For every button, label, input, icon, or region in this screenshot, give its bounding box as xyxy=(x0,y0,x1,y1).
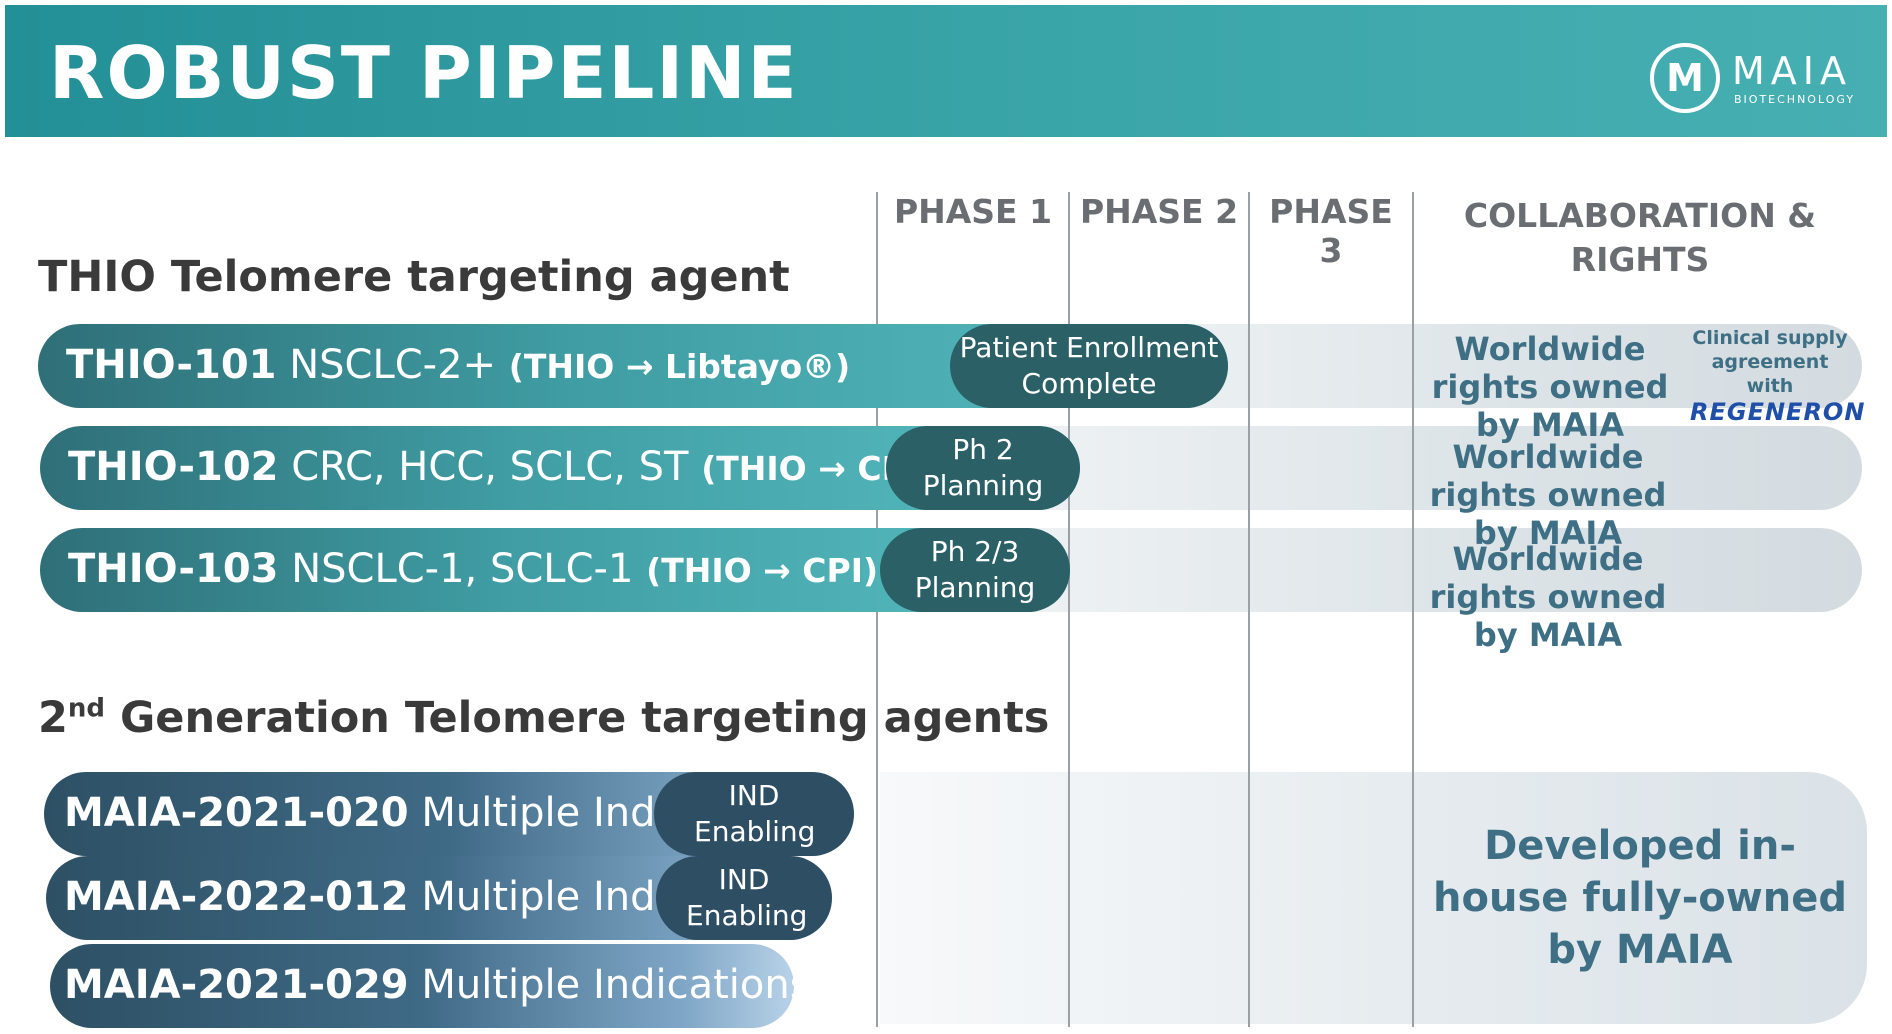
program-indication: NSCLC-2+ xyxy=(276,342,509,388)
status-pill-thio-101: Patient Enrollment Complete xyxy=(950,324,1228,408)
column-collaboration: COLLABORATION & RIGHTS xyxy=(1463,196,1817,279)
status-pill-thio-102: Ph 2 Planning xyxy=(886,426,1080,510)
grid-line-2 xyxy=(1068,192,1070,1027)
program-code: THIO-103 xyxy=(68,546,279,592)
section-second-sup: nd xyxy=(67,693,106,724)
status-pill-maia-2022-012: IND Enabling xyxy=(656,856,832,940)
program-label: MAIA-2022-012 Multiple Ind. xyxy=(64,874,668,920)
program-code: MAIA-2022-012 xyxy=(64,874,409,920)
program-label: MAIA-2021-020 Multiple Ind. xyxy=(64,790,668,836)
program-indication: CRC, HCC, SCLC, ST xyxy=(278,444,702,490)
logo-subtitle: BIOTECHNOLOGY xyxy=(1734,93,1856,106)
column-phase-2: PHASE 2 xyxy=(1079,192,1239,231)
program-label: THIO-101 NSCLC-2+ (THIO → Libtayo®) xyxy=(66,342,850,388)
section-second-generation: 2nd Generation Telomere targeting agents xyxy=(38,693,1049,743)
program-combo: (THIO → CPI) xyxy=(646,551,879,590)
program-indication: Multiple Ind. xyxy=(408,790,669,836)
program-bar-maia-2021-029: MAIA-2021-029 Multiple Indications xyxy=(50,944,811,1028)
clinical-supply-text: Clinical supply agreement with xyxy=(1692,327,1848,397)
program-indication: Multiple Indications xyxy=(408,962,811,1008)
rights-thio-103: Worldwide rights owned by MAIA xyxy=(1429,540,1667,654)
rights-thio-102: Worldwide rights owned by MAIA xyxy=(1429,438,1667,552)
column-phase-1: PHASE 1 xyxy=(893,192,1053,231)
section-second-prefix: 2 xyxy=(38,693,68,743)
maia-rights-bg xyxy=(880,772,1867,1024)
program-indication: Multiple Ind. xyxy=(408,874,669,920)
status-pill-thio-103: Ph 2/3 Planning xyxy=(880,528,1070,612)
program-code: MAIA-2021-020 xyxy=(64,790,409,836)
status-pill-maia-2021-020: IND Enabling xyxy=(654,772,854,856)
program-indication: NSCLC-1, SCLC-1 xyxy=(278,546,647,592)
developed-in-house-text: Developed in-house fully-owned by MAIA xyxy=(1433,823,1847,973)
column-phase-3: PHASE 3 xyxy=(1269,192,1393,270)
grid-line-3 xyxy=(1248,192,1250,1027)
clinical-supply-note: Clinical supply agreement with REGENERON xyxy=(1690,326,1866,426)
program-label: THIO-103 NSCLC-1, SCLC-1 (THIO → CPI) xyxy=(68,546,878,592)
section-thio: THIO Telomere targeting agent xyxy=(38,252,790,302)
rights-thio-101: Worldwide rights owned by MAIA xyxy=(1431,330,1669,444)
program-label: THIO-102 CRC, HCC, SCLC, ST (THIO → CPI) xyxy=(68,444,933,490)
regeneron-logo: REGENERON xyxy=(1690,398,1866,426)
program-label: MAIA-2021-029 Multiple Indications xyxy=(64,962,811,1008)
program-code: MAIA-2021-029 xyxy=(64,962,409,1008)
program-combo: (THIO → Libtayo®) xyxy=(508,347,851,386)
header-banner: ROBUST PIPELINE M MAIA BIOTECHNOLOGY xyxy=(5,5,1887,137)
logo-name: MAIA xyxy=(1732,49,1852,93)
section-second-rest: Generation Telomere targeting agents xyxy=(105,693,1050,743)
page-title: ROBUST PIPELINE xyxy=(49,31,799,115)
program-code: THIO-102 xyxy=(68,444,279,490)
program-code: THIO-101 xyxy=(66,342,277,388)
maia-logo-icon: M xyxy=(1650,43,1720,113)
grid-line-4 xyxy=(1412,192,1414,1027)
